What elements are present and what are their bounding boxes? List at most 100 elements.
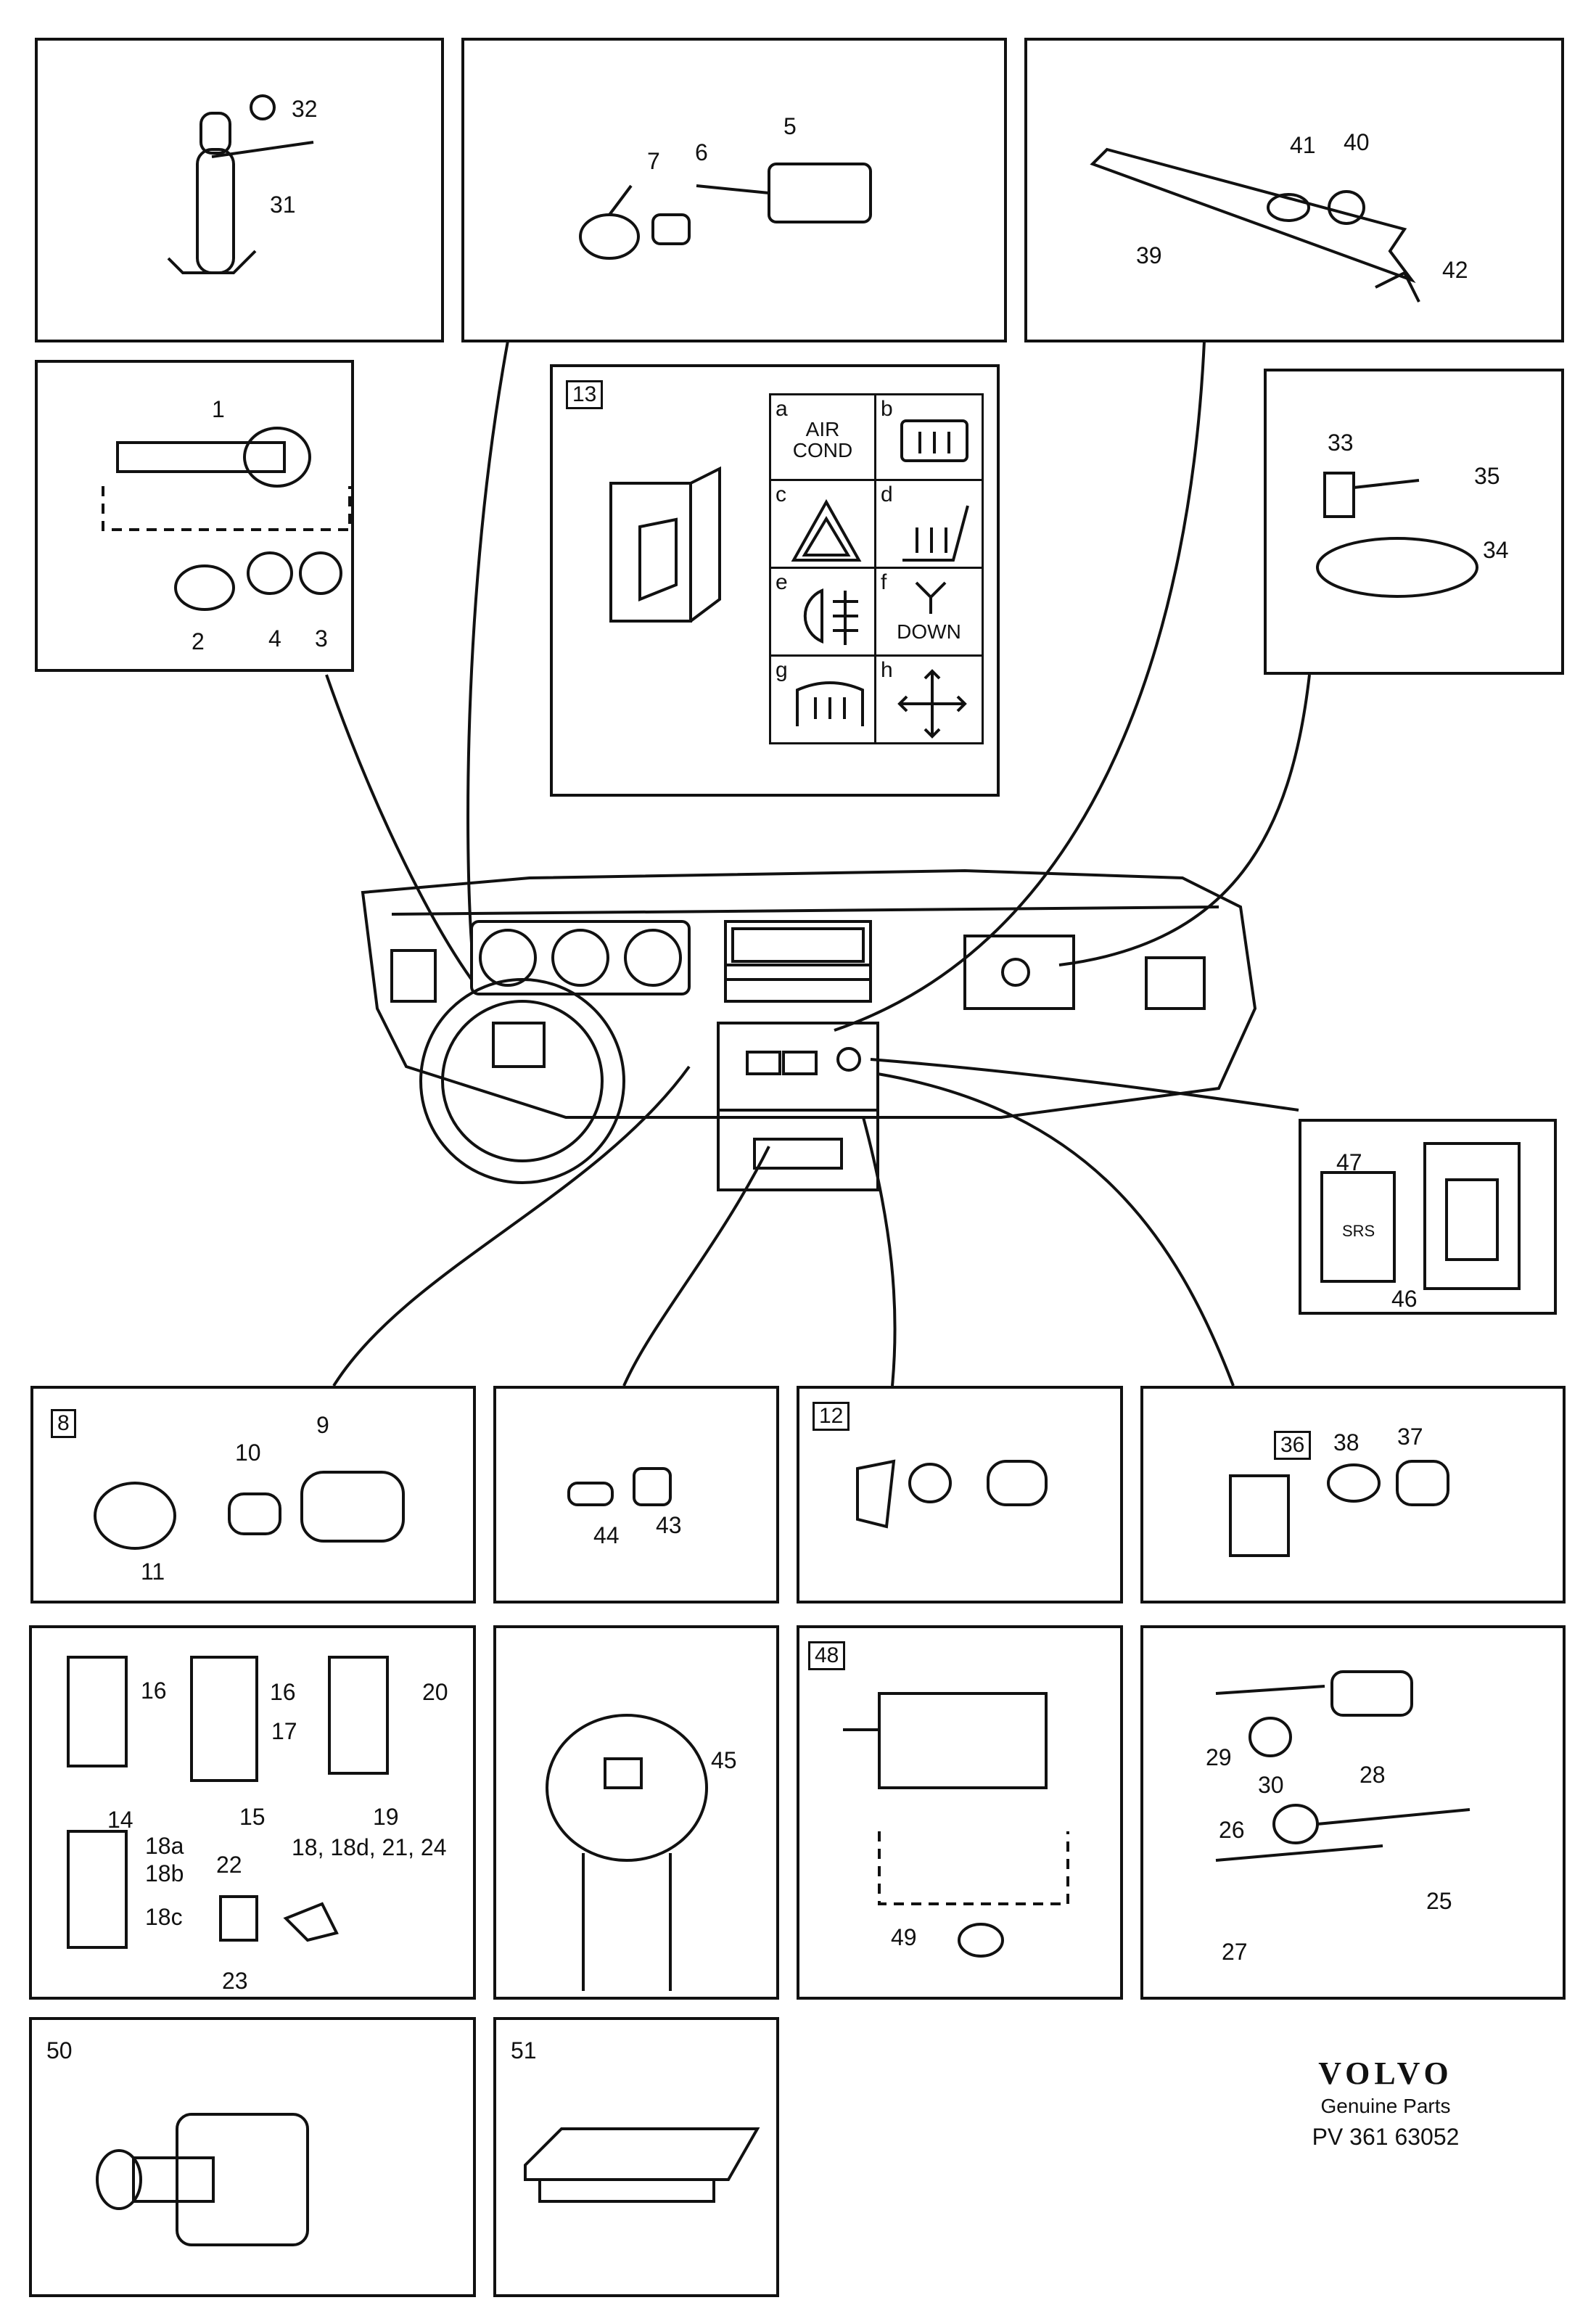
cell-a-text: AIR COND	[792, 418, 853, 462]
label-19: 19	[373, 1804, 399, 1830]
panel-lighter: 8 10 9 11	[30, 1386, 476, 1603]
cover-51-drawing	[524, 2127, 760, 2203]
label-4: 4	[268, 625, 281, 652]
panel-gear-knob: 45	[493, 1625, 779, 2000]
heater-switch-drawing	[102, 427, 351, 611]
label-25: 25	[1426, 1888, 1452, 1914]
label-10: 10	[235, 1440, 261, 1466]
lighter-drawing	[94, 1471, 405, 1550]
cell-f-text: DOWN	[897, 620, 961, 643]
label-7: 7	[647, 148, 660, 174]
label-17: 17	[271, 1718, 297, 1744]
panel-51: 51	[493, 2017, 779, 2297]
box-36: 36	[1274, 1431, 1312, 1460]
label-16a: 16	[141, 1678, 167, 1704]
arrows-icon	[897, 669, 967, 739]
pin-switch-drawing	[167, 94, 314, 274]
label-33: 33	[1328, 430, 1354, 456]
cell-a: a AIR COND	[769, 393, 876, 481]
panel-door-switch: 32 31	[35, 38, 444, 342]
cell-d: d	[874, 479, 984, 569]
label-51: 51	[511, 2037, 537, 2064]
label-50: 50	[46, 2037, 73, 2064]
rear-defrost-icon	[900, 419, 968, 462]
symbol-grid: a AIR COND b c d e f DOWN g h	[769, 393, 984, 744]
door-contact-drawing	[843, 1692, 1069, 1958]
front-defrost-icon	[796, 681, 864, 726]
panel-switch-lamp: 36 38 37	[1140, 1386, 1566, 1603]
panel-lamp: 41 40 39 42	[1024, 38, 1564, 342]
label-20: 20	[422, 1679, 448, 1705]
brand-block: VOLVO Genuine Parts PV 361 63052	[1277, 2055, 1494, 2151]
cell-b: b	[874, 393, 984, 481]
label-18c: 18c	[145, 1904, 183, 1930]
cell-h: h	[874, 654, 984, 744]
label-39: 39	[1136, 242, 1162, 268]
knob-drawing	[856, 1459, 1048, 1529]
part-number-text: PV 361 63052	[1312, 2124, 1460, 2150]
label-1: 1	[212, 396, 225, 422]
panel-door-contact: 48 49	[797, 1625, 1123, 2000]
dashboard-illustration	[361, 868, 1257, 1191]
srs-drawing	[1320, 1142, 1521, 1290]
seat-heater-icon	[902, 505, 969, 562]
switch-50-drawing	[96, 2113, 309, 2246]
hazard-triangle-icon	[791, 498, 862, 562]
cell-c: c	[769, 479, 876, 569]
volvo-logo: VOLVO	[1318, 2056, 1453, 2091]
cell-f: f DOWN	[874, 567, 984, 657]
cell-e: e	[769, 567, 876, 657]
box-13: 13	[566, 380, 604, 409]
panel-heater-switch: 1 2 4 3	[35, 360, 354, 672]
switch-covers-drawing	[67, 1656, 389, 1949]
rocker-switch-drawing	[609, 466, 721, 623]
panel-rocker-symbols: 13 a AIR COND b c d e f	[550, 364, 1000, 797]
gear-knob-drawing	[546, 1714, 708, 1991]
fog-light-icon	[803, 588, 858, 645]
courtesy-lamp-drawing	[1316, 472, 1478, 598]
label-18-group: 18, 18d, 21, 24	[292, 1834, 447, 1860]
label-45: 45	[711, 1747, 737, 1773]
label-29: 29	[1206, 1744, 1232, 1770]
box-48: 48	[808, 1641, 846, 1670]
switch-lamp-drawing	[1229, 1460, 1449, 1557]
panel-srs-switch: 47 46 SRS	[1299, 1119, 1557, 1315]
genuine-parts-text: Genuine Parts	[1320, 2095, 1451, 2117]
box-12: 12	[813, 1402, 850, 1431]
label-26: 26	[1219, 1817, 1245, 1843]
label-9: 9	[316, 1412, 329, 1438]
label-27: 27	[1222, 1939, 1248, 1965]
label-18a: 18a	[145, 1833, 184, 1859]
cell-g: g	[769, 654, 876, 744]
label-3: 3	[315, 625, 328, 652]
box-8: 8	[51, 1409, 76, 1438]
label-32: 32	[292, 96, 318, 122]
label-16b: 16	[270, 1679, 296, 1705]
panel-knob: 12	[797, 1386, 1123, 1603]
label-5: 5	[783, 113, 797, 139]
label-41: 41	[1290, 132, 1316, 158]
label-22: 22	[216, 1852, 242, 1878]
label-23: 23	[222, 1968, 248, 1994]
label-30: 30	[1258, 1772, 1284, 1798]
bulb-drawing	[567, 1467, 672, 1506]
label-46: 46	[1391, 1286, 1418, 1312]
label-31: 31	[270, 192, 296, 218]
panel-50: 50	[29, 2017, 476, 2297]
label-47: 47	[1336, 1149, 1362, 1175]
panel-switch-covers: 16 16 17 20 14 15 19 18a 18b 18c 22 23 1…	[29, 1625, 476, 2000]
label-44: 44	[593, 1522, 620, 1548]
label-37: 37	[1397, 1424, 1423, 1450]
antenna-down-icon	[915, 581, 947, 614]
label-28: 28	[1360, 1762, 1386, 1788]
label-11: 11	[141, 1559, 165, 1585]
label-40: 40	[1344, 129, 1370, 155]
srs-text: SRS	[1342, 1222, 1375, 1240]
label-2: 2	[192, 628, 205, 654]
rotary-switch-drawing	[579, 163, 872, 260]
label-14: 14	[107, 1807, 133, 1833]
label-35: 35	[1474, 463, 1500, 489]
label-18b: 18b	[145, 1860, 184, 1886]
label-43: 43	[656, 1512, 682, 1538]
